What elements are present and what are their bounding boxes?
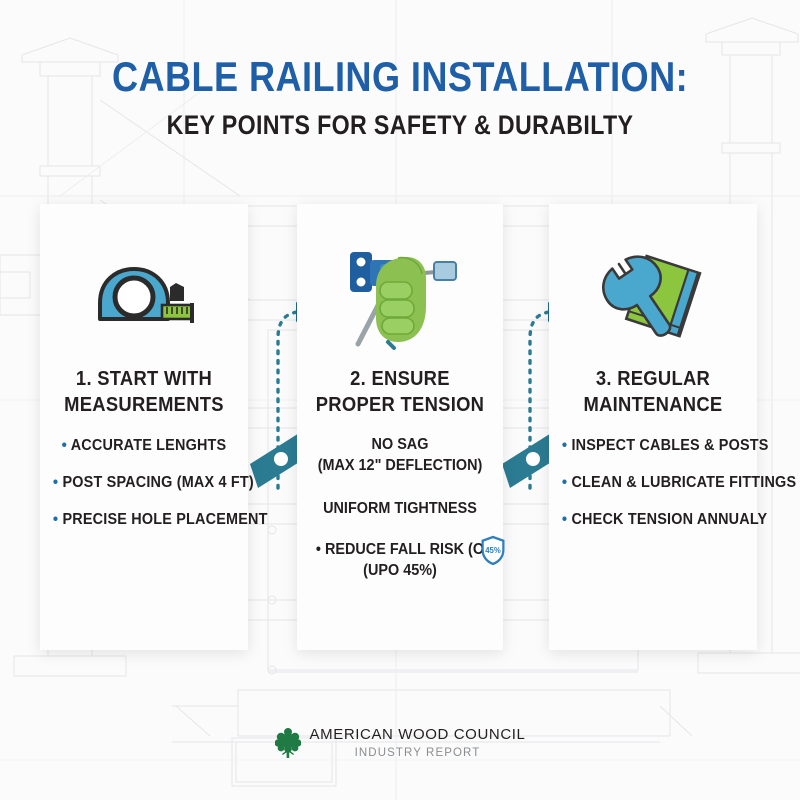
- card-text-block: NO SAG (MAX 12" DEFLECTION) UNIFORM TIGH…: [301, 434, 505, 581]
- header: CABLE RAILING INSTALLATION: KEY POINTS F…: [0, 56, 800, 139]
- list-item-label: CLEAN & LUBRICATE FITTINGS: [571, 474, 797, 491]
- list-item-label: PRECISE HOLE PLACEMENT: [62, 511, 268, 528]
- list-item-label: INSPECT CABLES & POSTS: [571, 437, 769, 454]
- list-item-label: POST SPACING (MAX 4 FT): [62, 474, 254, 491]
- list-item: • PRECISE HOLE PLACEMENT: [52, 510, 268, 529]
- footer-organization: AMERICAN WOOD COUNCIL: [309, 726, 526, 743]
- bullet-dot: •: [561, 474, 568, 491]
- card-start-with-measurements: 1. START WITH MEASUREMENTS • ACCURATE LE…: [40, 204, 268, 650]
- footer: AMERICAN WOOD COUNCIL INDUSTRY REPORT: [0, 726, 800, 760]
- list-item: • INSPECT CABLES & POSTS: [561, 436, 769, 455]
- card-regular-maintenance: 3. REGULAR MAINTENANCE • INSPECT CABLES …: [549, 204, 796, 650]
- card-title: 2. ENSURE PROPER TENSION: [315, 368, 485, 416]
- text-line-label: • REDUCE FALL RISK (O: [315, 541, 485, 558]
- text-line: NO SAG: [371, 436, 429, 453]
- card-bullet-list: • ACCURATE LENGHTS • POST SPACING (MAX 4…: [46, 436, 268, 547]
- bullet-dot: •: [61, 437, 68, 454]
- list-item-label: ACCURATE LENGHTS: [70, 437, 227, 454]
- page-subtitle: KEY POINTS FOR SAFETY & DURABILTY: [166, 110, 634, 140]
- hand-cable-tensioner-icon: [297, 238, 503, 358]
- bullet-dot: •: [52, 474, 59, 491]
- list-item: • CLEAN & LUBRICATE FITTINGS: [561, 473, 796, 492]
- bullet-dot: •: [561, 511, 568, 528]
- list-item: • ACCURATE LENGHTS: [53, 436, 235, 455]
- bullet-dot: •: [52, 511, 59, 528]
- list-item-label: CHECK TENSION ANNUALY: [571, 511, 768, 528]
- bullet-dot: •: [561, 437, 568, 454]
- shield-badge: 45%: [481, 535, 505, 565]
- wrench-cloth-icon: [549, 238, 757, 358]
- footer-report-label: INDUSTRY REPORT: [354, 747, 481, 759]
- card-ensure-proper-tension: 2. ENSURE PROPER TENSION NO SAG (MAX 12"…: [297, 204, 505, 650]
- text-line: (MAX 12" DEFLECTION): [317, 457, 483, 474]
- svg-text:45%: 45%: [485, 546, 501, 555]
- list-item: • CHECK TENSION ANNUALY: [561, 510, 767, 529]
- text-line: UNIFORM TIGHTNESS: [323, 500, 477, 517]
- text-line-with-badge: • REDUCE FALL RISK (O 45%: [308, 535, 505, 565]
- list-item: • POST SPACING (MAX 4 FT): [52, 473, 254, 492]
- card-title: 1. START WITH MEASUREMENTS: [64, 368, 224, 416]
- tape-measure-icon: [40, 238, 248, 358]
- card-title: 3. REGULAR MAINTENANCE: [583, 368, 723, 416]
- card-bullet-list: • INSPECT CABLES & POSTS • CLEAN & LUBRI…: [555, 436, 796, 547]
- text-line: (UPO 45%): [363, 562, 437, 579]
- page-title: CABLE RAILING INSTALLATION:: [111, 53, 689, 100]
- tree-icon: [274, 728, 301, 758]
